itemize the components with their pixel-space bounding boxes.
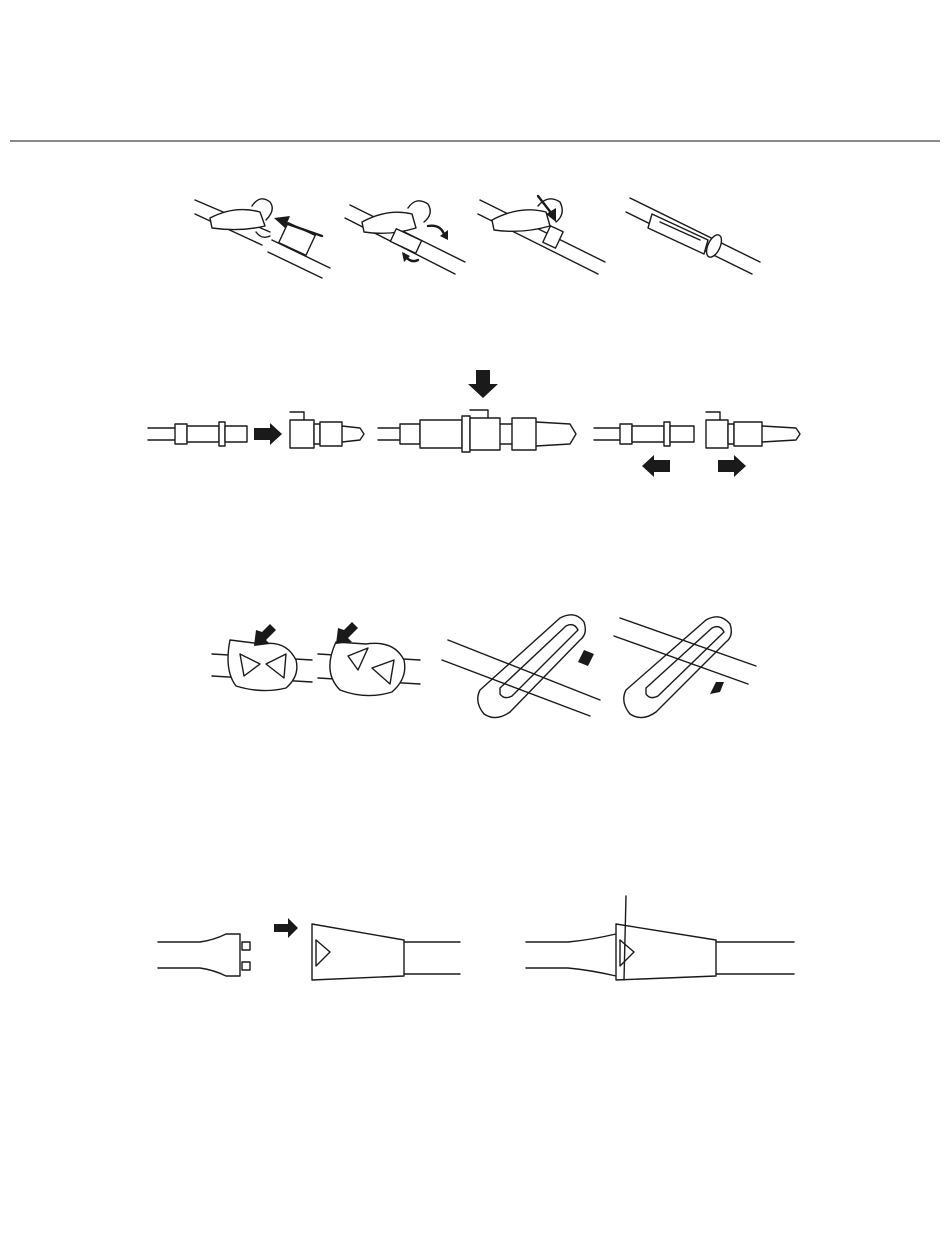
end-connector-panel-1 (158, 918, 460, 980)
end-connector-panel-2 (526, 896, 794, 980)
